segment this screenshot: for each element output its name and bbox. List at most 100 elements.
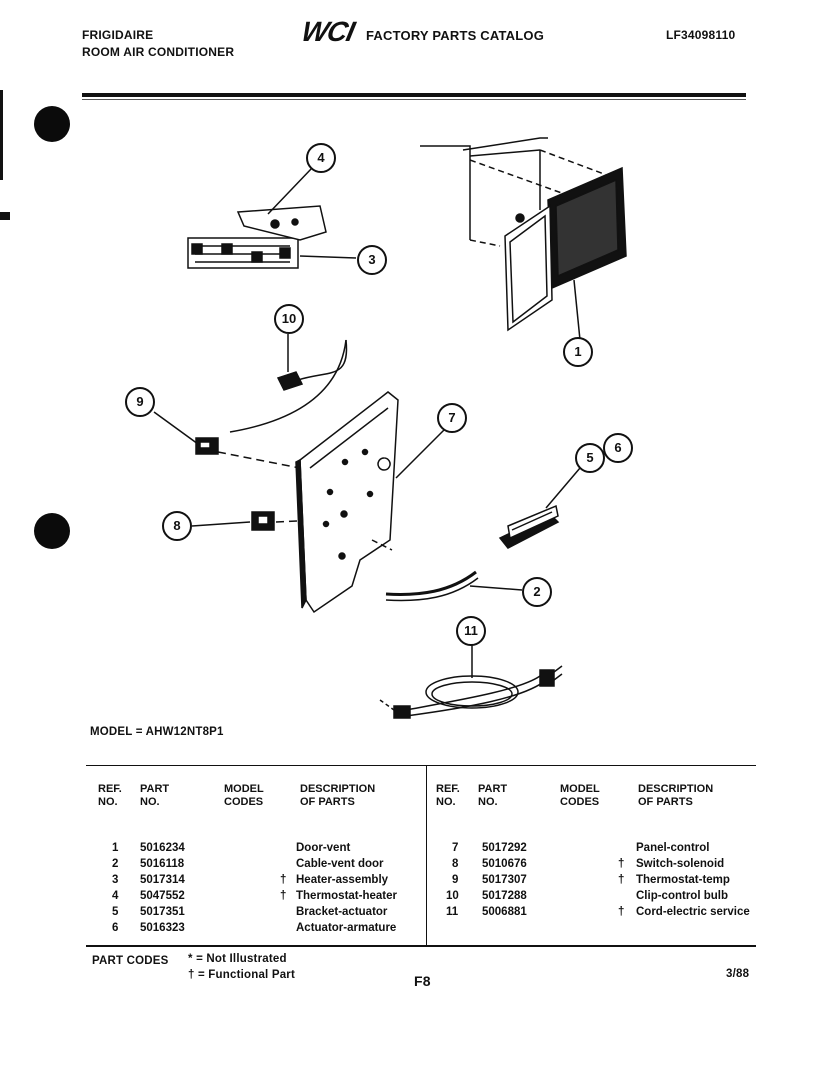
- model-code: †: [280, 874, 287, 886]
- model-code: †: [618, 906, 625, 918]
- part-codes-label: PART CODES: [92, 955, 169, 967]
- part-no: 5017292: [482, 842, 527, 854]
- part-no: 5016323: [140, 922, 185, 934]
- clip-control-bulb-part: [251, 511, 275, 531]
- part-description: Cord-electric service: [636, 906, 750, 918]
- ref-no: 3: [112, 874, 119, 886]
- header-ref-line1: REF.: [98, 783, 122, 795]
- part-no: 5016234: [140, 842, 185, 854]
- edge-mark: [0, 90, 3, 180]
- part-description: Thermostat-heater: [296, 890, 397, 902]
- part-no: 5017307: [482, 874, 527, 886]
- ref-no: 5: [112, 906, 119, 918]
- callout-11: 11: [456, 616, 486, 646]
- part-description: Heater-assembly: [296, 874, 389, 886]
- part-description: Thermostat-temp: [636, 874, 730, 886]
- callout-10: 10: [274, 304, 304, 334]
- parts-diagram: [153, 137, 627, 719]
- callout-8: 8: [162, 511, 192, 541]
- code-not-illustrated: * = Not Illustrated: [188, 953, 287, 965]
- part-no: 5047552: [140, 890, 185, 902]
- model-code: †: [280, 890, 287, 902]
- ref-no: 8: [452, 858, 459, 870]
- electric-cord-part: [379, 665, 563, 719]
- header-part-line1: PART: [478, 783, 508, 795]
- header-model-line2: CODES: [224, 796, 264, 808]
- header-ref-right: REF.NO.: [436, 783, 460, 809]
- vent-door-part: [420, 137, 627, 332]
- ref-no: 6: [112, 922, 119, 934]
- callout-3: 3: [357, 245, 387, 275]
- product-line: ROOM AIR CONDITIONER: [82, 45, 235, 59]
- header-rule-thin: [82, 99, 746, 100]
- catalog-title: FACTORY PARTS CATALOG: [366, 28, 545, 43]
- callout-5: 5: [575, 443, 605, 473]
- header-desc-line1: DESCRIPTION: [638, 783, 714, 795]
- ref-no: 11: [446, 906, 459, 918]
- model-code: †: [618, 874, 625, 886]
- part-description: Actuator-armature: [296, 922, 397, 934]
- thermostat-heater-part: [236, 205, 327, 241]
- page-number: F8: [414, 973, 431, 989]
- ref-no: 4: [112, 890, 119, 902]
- part-no: 5017351: [140, 906, 185, 918]
- callout-6: 6: [603, 433, 633, 463]
- part-no: 5017288: [482, 890, 527, 902]
- bracket-actuator-part: [498, 504, 560, 549]
- header-model-line1: MODEL: [224, 783, 264, 795]
- model-number: MODEL = AHW12NT8P1: [90, 726, 224, 738]
- header-desc-line2: OF PARTS: [300, 796, 355, 808]
- ref-no: 9: [452, 874, 459, 886]
- part-description: Panel-control: [636, 842, 710, 854]
- brand-name: FRIGIDAIRE: [82, 28, 154, 42]
- part-no: 5017314: [140, 874, 185, 886]
- part-description: Switch-solenoid: [636, 858, 725, 870]
- table-divider: [426, 765, 427, 945]
- part-description: Clip-control bulb: [636, 890, 728, 902]
- thermostat-temp-part: [229, 339, 348, 433]
- header-part-line2: NO.: [478, 796, 498, 808]
- header-ref-line2: NO.: [98, 796, 118, 808]
- callout-7: 7: [437, 403, 467, 433]
- header-ref-left: REF.NO.: [98, 783, 122, 809]
- ref-no: 1: [112, 842, 119, 854]
- header-desc-line2: OF PARTS: [638, 796, 693, 808]
- ref-no: 7: [452, 842, 459, 854]
- binder-hole-middle: [34, 513, 70, 549]
- part-description: Cable-vent door: [296, 858, 384, 870]
- callout-1: 1: [563, 337, 593, 367]
- callout-2: 2: [522, 577, 552, 607]
- header-model-line1: MODEL: [560, 783, 600, 795]
- header-model-line2: CODES: [560, 796, 600, 808]
- revision-date: 3/88: [726, 968, 750, 980]
- heater-assembly-part: [187, 237, 299, 269]
- ref-no: 2: [112, 858, 119, 870]
- header-desc-line1: DESCRIPTION: [300, 783, 376, 795]
- table-top-rule: [86, 765, 756, 766]
- header-rule: [82, 93, 746, 97]
- switch-solenoid-part: [195, 437, 219, 455]
- header-part-line1: PART: [140, 783, 170, 795]
- header-part-line2: NO.: [140, 796, 160, 808]
- cable-vent-door-part: [385, 570, 523, 602]
- ref-no: 10: [446, 890, 459, 902]
- model-code: †: [618, 858, 625, 870]
- header-ref-line1: REF.: [436, 783, 460, 795]
- part-no: 5006881: [482, 906, 527, 918]
- catalog-number: LF34098110: [666, 28, 736, 42]
- part-no: 5010676: [482, 858, 527, 870]
- binder-hole-top: [34, 106, 70, 142]
- code-functional-part: † = Functional Part: [188, 969, 296, 981]
- panel-control-part: [295, 391, 399, 614]
- header-ref-line2: NO.: [436, 796, 456, 808]
- part-no: 5016118: [140, 858, 185, 870]
- edge-mark: [0, 212, 10, 220]
- table-bottom-rule: [86, 945, 756, 947]
